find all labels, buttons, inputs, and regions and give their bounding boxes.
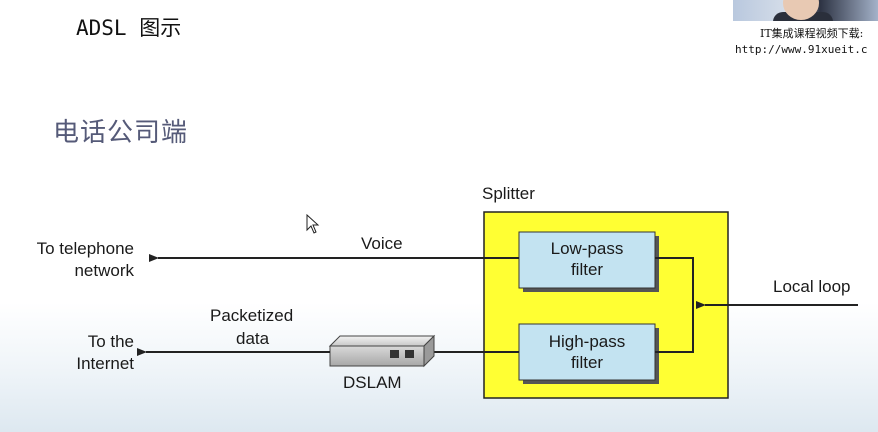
high-pass-filter-label-line2: filter [571, 353, 603, 372]
to-telephone-label-line1: To telephone [37, 239, 134, 258]
dslam-top-face [328, 335, 436, 347]
low-pass-filter-label-line1: Low-pass [551, 239, 624, 258]
voice-label: Voice [361, 234, 403, 253]
to-internet-label-line2: Internet [76, 354, 134, 373]
low-pass-filter-box [518, 231, 656, 289]
dslam-front-face [329, 345, 425, 367]
packetized-data-label-line1: Packetized [210, 306, 293, 325]
dslam-port-1 [390, 350, 399, 358]
packetized-data-label-line2: data [236, 329, 270, 348]
splitter-label: Splitter [482, 184, 535, 203]
low-pass-filter-label-line2: filter [571, 260, 603, 279]
high-pass-filter-label-line1: High-pass [549, 332, 626, 351]
dslam-label: DSLAM [343, 373, 402, 392]
watermark-url: http://www.91xueit.c [735, 43, 868, 56]
section-title: 电话公司端 [53, 118, 189, 148]
presenter-video-thumbnail [733, 0, 878, 21]
dslam-port-2 [405, 350, 414, 358]
to-telephone-label-line2: network [74, 261, 134, 280]
presenter-face [783, 0, 819, 20]
mouse-cursor-icon [306, 214, 320, 234]
splitter-internal-bus [655, 257, 694, 353]
watermark-line1: IT集成课程视频下载: [760, 27, 864, 40]
to-internet-label-line1: To the [88, 332, 134, 351]
slide-title: ADSL 图示 [76, 16, 182, 40]
high-pass-filter-box [518, 323, 656, 381]
local-loop-label: Local loop [773, 277, 851, 296]
dslam-device [328, 334, 436, 368]
